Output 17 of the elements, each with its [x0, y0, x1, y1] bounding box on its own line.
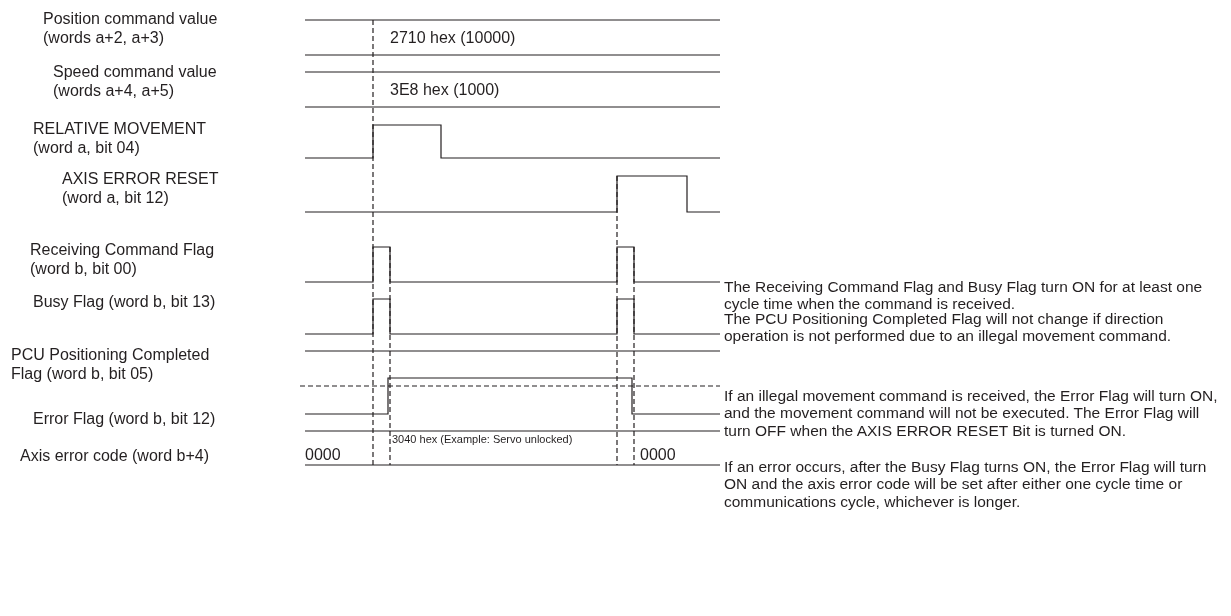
signal-name: Error Flag (word b, bit 12)	[33, 409, 216, 428]
signal-name: Position command value (words a+2, a+3)	[43, 9, 219, 47]
signal-name: Axis error code (word b+4)	[20, 446, 209, 465]
signal-name: RELATIVE MOVEMENT (word a, bit 04)	[33, 119, 207, 157]
signal-name: Busy Flag (word b, bit 13)	[33, 292, 216, 311]
signal-name: AXIS ERROR RESET (word a, bit 12)	[62, 169, 220, 207]
value-text: 3E8 hex (1000)	[390, 80, 501, 99]
value-text: 2710 hex (10000)	[390, 28, 517, 47]
signal-name: Receiving Command Flag (word b, bit 00)	[30, 240, 216, 278]
note-text: The Receiving Command Flag and Busy Flag turn ON for at least one cycle time when the command is received.	[724, 278, 1204, 313]
value-text: 0000	[305, 446, 341, 463]
note-text: If an error occurs, after the Busy Flag turns ON, the Error Flag will turn ON and the axis error code will be set after either one cycle time or communications cycle, whichever is longer.	[724, 458, 1208, 511]
value-text: 0000	[640, 446, 676, 463]
note-text: If an illegal movement command is received, the Error Flag will turn ON, and the movement command will not be executed. The Error Flag will turn OFF when the AXIS ERROR RESET Bit is turned ON.	[724, 387, 1219, 440]
value-text: 3040 hex (Example: Servo unlocked)	[392, 433, 574, 445]
signal-name: PCU Positioning Completed Flag (word b, bit 05)	[11, 345, 211, 383]
signal-name: Speed command value (words a+4, a+5)	[53, 62, 218, 100]
